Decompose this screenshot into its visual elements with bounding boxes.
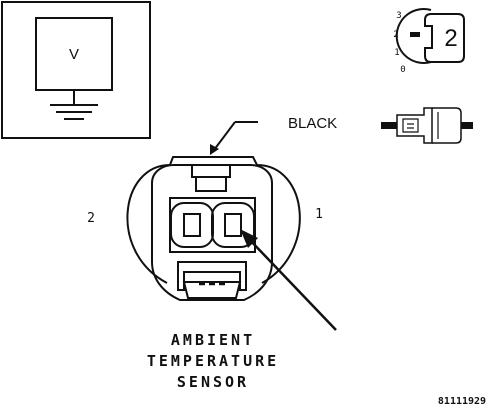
meter-symbol-label: V	[69, 46, 79, 63]
connector-left-ear	[126, 164, 171, 284]
meter-frame	[1, 1, 151, 139]
wire-color-label: BLACK	[288, 115, 337, 132]
connector-latch	[191, 165, 231, 178]
dial-pointer	[410, 32, 420, 37]
pin-1-shroud	[211, 202, 255, 248]
dial-tick-3: 3	[396, 11, 401, 21]
connector-top-rim	[169, 156, 258, 166]
pin-2-number: 2	[87, 211, 95, 226]
wire-color-pointer	[213, 121, 236, 151]
key-dial	[395, 8, 465, 64]
wire-color-arrowhead	[210, 144, 219, 155]
dial-knob	[424, 13, 465, 63]
pin-1-terminal	[224, 213, 242, 237]
dial-tick-1: 1	[394, 48, 399, 58]
dial-tick-0: 0	[400, 65, 405, 75]
dial-selected-number: 2	[444, 25, 457, 52]
sensor-name-line-3: SENSOR	[177, 373, 249, 391]
sensor-name-line-1: AMBIENT	[171, 331, 255, 349]
connector-right-ear	[256, 164, 301, 284]
sensor-name-line-2: TEMPERATURE	[147, 352, 279, 370]
mated-connector-icon	[381, 107, 473, 144]
dial-tick-2: 2	[393, 30, 398, 40]
pin-1-number: 1	[315, 207, 323, 222]
dial-arc	[395, 8, 432, 64]
pin-2-shroud	[170, 202, 214, 248]
probe-arrow-head	[240, 229, 258, 248]
connector-lock-tab	[177, 261, 247, 291]
pin-2-terminal	[183, 213, 201, 237]
probe-arrow-shaft	[247, 237, 337, 331]
figure-id: 81111929	[438, 396, 486, 407]
sensor-connector	[126, 156, 301, 301]
voltmeter-symbol	[1, 1, 151, 139]
